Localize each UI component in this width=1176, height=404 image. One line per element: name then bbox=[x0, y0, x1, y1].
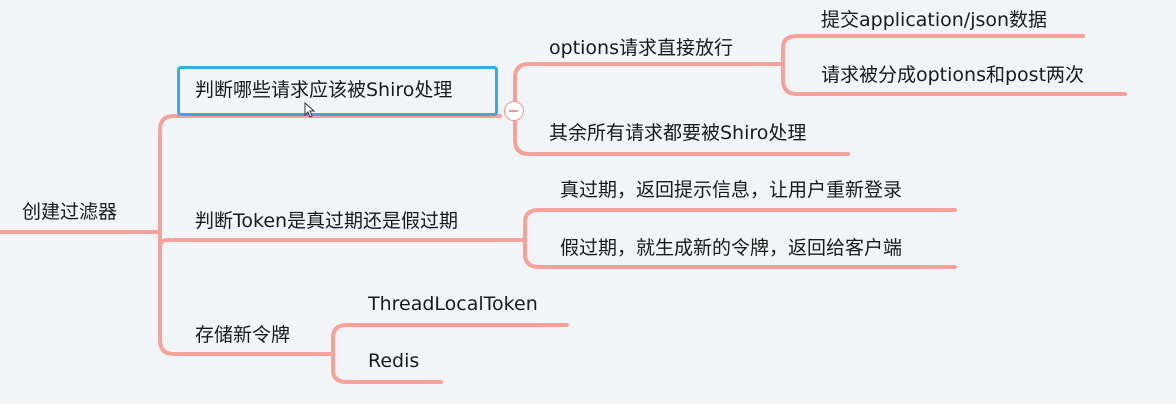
connector-branch-1 bbox=[158, 114, 502, 234]
branch-node-store-token[interactable]: 存储新令牌 bbox=[195, 324, 291, 346]
child-node-fake-expire[interactable]: 假过期，就生成新的令牌，返回给客户端 bbox=[560, 237, 903, 259]
connector-b2-c2 bbox=[523, 238, 957, 269]
child-node-redis[interactable]: Redis bbox=[368, 350, 420, 372]
connector-b3-c2 bbox=[331, 352, 443, 384]
branch-node-token-check[interactable]: 判断Token是真过期还是假过期 bbox=[195, 210, 459, 232]
leaf-node-json-submit[interactable]: 提交application/json数据 bbox=[821, 9, 1048, 31]
connector-branch-3 bbox=[158, 230, 335, 356]
minus-circle-icon[interactable] bbox=[504, 101, 524, 121]
root-node[interactable]: 创建过滤器 bbox=[22, 201, 118, 223]
mouse-pointer-icon bbox=[304, 102, 316, 118]
branch-node-shiro-filter[interactable]: 判断哪些请求应该被Shiro处理 bbox=[195, 79, 453, 101]
child-node-threadlocal[interactable]: ThreadLocalToken bbox=[368, 293, 538, 315]
connector-b2-c1 bbox=[523, 208, 957, 242]
selected-node-frame[interactable] bbox=[177, 66, 498, 116]
connector-c1-l2 bbox=[781, 62, 1127, 96]
connector-b1-c2 bbox=[513, 109, 850, 156]
connector-branch-2 bbox=[158, 230, 527, 247]
child-node-real-expire[interactable]: 真过期，返回提示信息，让用户重新登录 bbox=[560, 179, 903, 201]
leaf-node-two-requests[interactable]: 请求被分成options和post两次 bbox=[821, 64, 1085, 86]
child-node-options-pass[interactable]: options请求直接放行 bbox=[549, 37, 733, 59]
child-node-other-requests[interactable]: 其余所有请求都要被Shiro处理 bbox=[549, 122, 807, 144]
connector-b3-c1 bbox=[331, 323, 569, 356]
connector-b1-c1 bbox=[513, 62, 785, 113]
connector-c1-l1 bbox=[781, 34, 1085, 66]
